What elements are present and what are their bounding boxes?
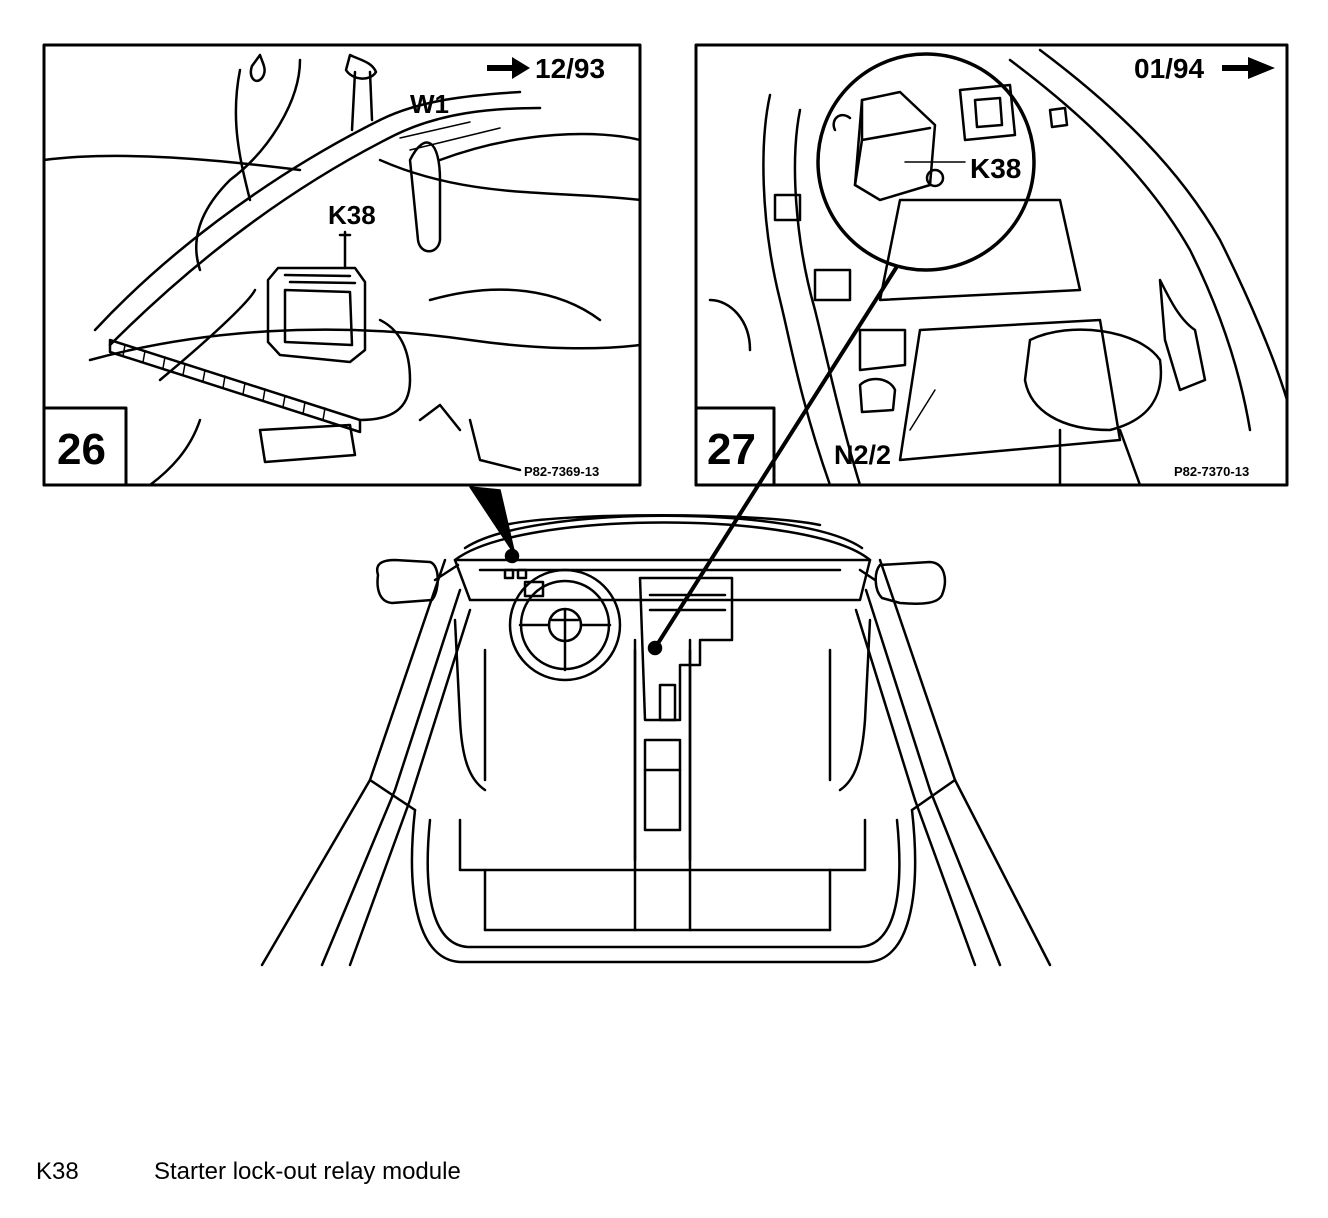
callout-k38-26: K38 — [328, 200, 376, 230]
panel-27-code: P82-7370-13 — [1174, 464, 1249, 479]
panel-26 — [42, 43, 642, 487]
panel-27 — [694, 43, 1289, 487]
panel-27-date-label: 01/94 — [1134, 53, 1204, 84]
panel-27-number: 27 — [707, 425, 756, 474]
callout-w1: W1 — [410, 89, 449, 119]
panel-26-number: 26 — [57, 425, 106, 474]
left-mirror — [376, 558, 439, 605]
arrow-right-icon-26 — [487, 57, 530, 79]
callout-k38-27: K38 — [970, 153, 1021, 184]
panel-26-frame — [42, 43, 642, 487]
right-mirror — [874, 560, 947, 605]
pointer-line-27 — [653, 266, 898, 650]
legend-code: K38 — [36, 1158, 79, 1185]
callout-n2-2: N2/2 — [834, 440, 891, 470]
car-overview — [260, 514, 1052, 967]
panel-27-frame — [694, 43, 1289, 487]
k38-relay-module-26 — [266, 266, 367, 364]
panel-26-number-box — [42, 406, 128, 487]
panel-27-number-box — [694, 406, 776, 487]
steering-wheel — [508, 568, 622, 682]
magnifier-circle-27 — [816, 52, 1036, 272]
k38-relay-module-27 — [853, 90, 937, 202]
panel-26-code: P82-7369-13 — [524, 464, 599, 479]
pointer-line-26 — [469, 486, 516, 556]
panel-26-date-label: 12/93 — [535, 53, 605, 84]
arrow-right-icon-27 — [1222, 57, 1275, 79]
legend-description: Starter lock-out relay module — [154, 1158, 461, 1185]
